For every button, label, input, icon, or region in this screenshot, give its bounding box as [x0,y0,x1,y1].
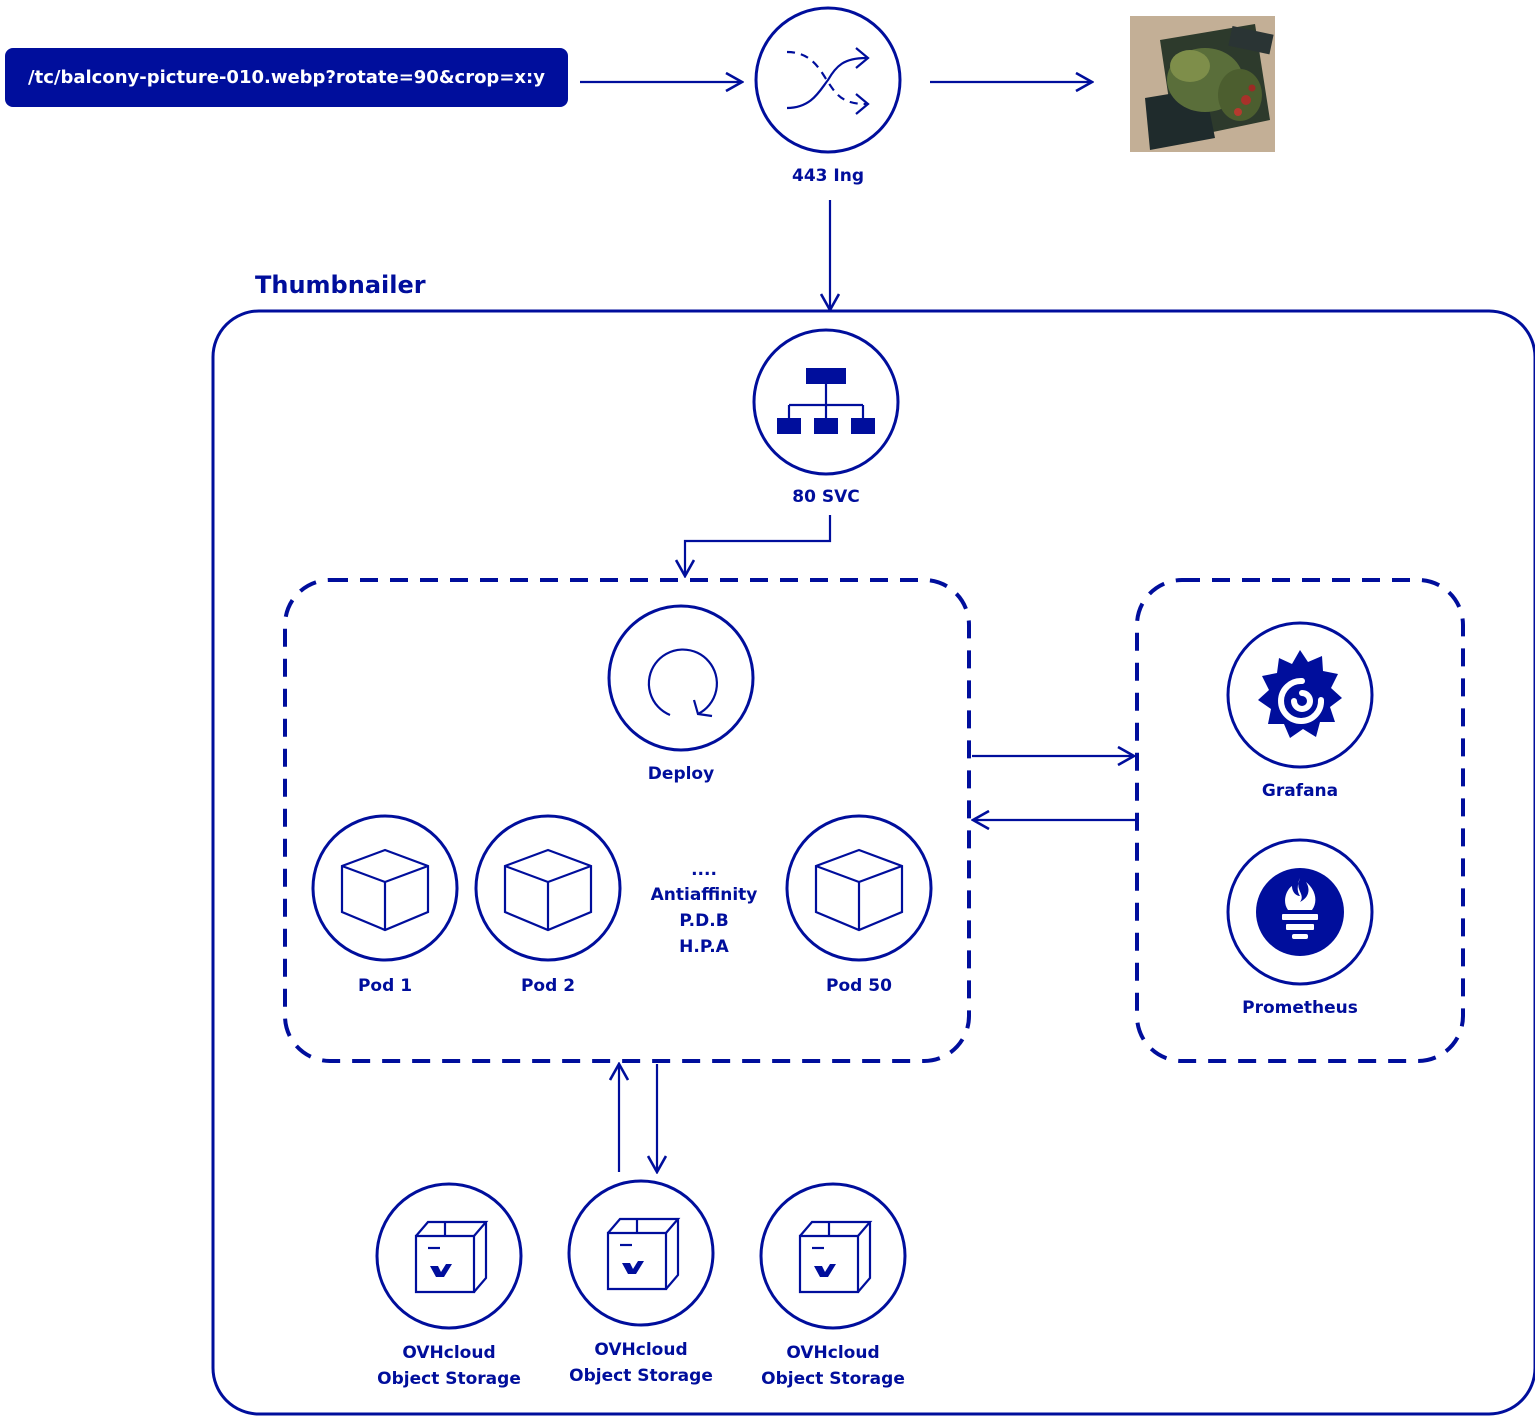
antiaffinity-text: Antiaffinity [651,885,758,905]
grafana-label: Grafana [1262,781,1338,801]
pdb-text: P.D.B [679,911,728,931]
deploy-label: Deploy [648,764,714,784]
thumbnail-photo [1130,16,1275,152]
prometheus-label: Prometheus [1242,998,1358,1018]
grafana-icon [1258,650,1342,738]
hpa-text: H.P.A [679,937,729,957]
storage-node [567,1179,715,1327]
prometheus-node [1226,838,1374,986]
pod-node [785,814,933,962]
prometheus-icon [1256,868,1344,956]
deploy-node [607,604,755,752]
ellipsis-text: .... [691,860,717,880]
storage-box-icon [798,1220,873,1294]
storage-node [759,1182,907,1330]
request-url: /tc/balcony-picture-010.webp?rotate=90&c… [28,67,545,88]
pod-label: Pod 50 [826,976,892,996]
grafana-node [1226,621,1374,769]
pod-node [311,814,459,962]
request-url-box: /tc/balcony-picture-010.webp?rotate=90&c… [5,48,568,107]
monitoring-group [1135,578,1465,1063]
storage-node [375,1182,523,1330]
pod-label: Pod 2 [521,976,575,996]
shuffle-icon [786,47,870,115]
network-hierarchy-icon [777,368,875,434]
cube-icon [814,848,904,932]
storage-box-icon [414,1220,489,1294]
storage-box-icon [606,1217,681,1291]
storage-label-line2: Object Storage [569,1366,713,1386]
service-label: 80 SVC [792,487,859,507]
storage-label-line1: OVHcloud [786,1343,879,1363]
cluster-title: Thumbnailer [255,271,426,299]
ingress-label: 443 Ing [792,166,864,186]
storage-label-line1: OVHcloud [402,1343,495,1363]
deploy-group [283,578,971,1063]
service-node [752,328,900,476]
storage-label-line2: Object Storage [377,1369,521,1389]
pod-label: Pod 1 [358,976,412,996]
storage-label-line2: Object Storage [761,1369,905,1389]
cube-icon [340,848,430,932]
cube-icon [503,848,593,932]
refresh-cycle-icon [647,648,718,718]
cluster-boundary [211,309,1535,1416]
arrow-service-to-deploy [685,515,832,576]
ingress-node [754,6,902,154]
storage-label-line1: OVHcloud [594,1340,687,1360]
pod-node [474,814,622,962]
